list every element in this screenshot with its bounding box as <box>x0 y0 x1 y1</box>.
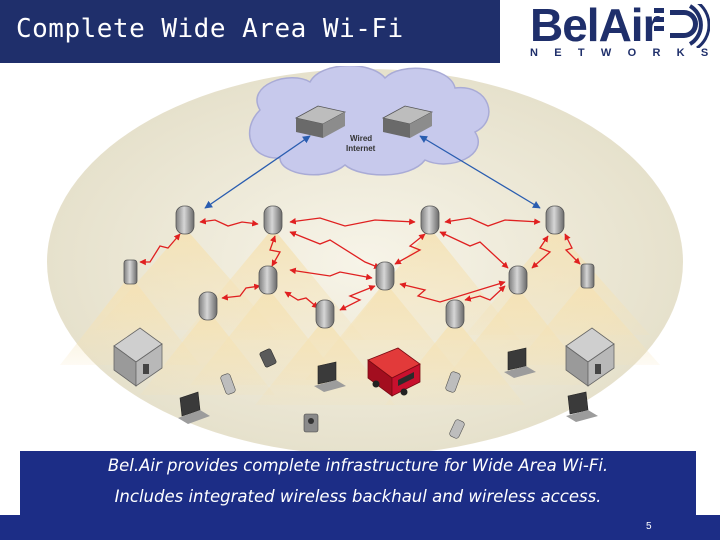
pda-icon <box>445 371 461 393</box>
laptop-icon <box>504 347 536 378</box>
access-point-icon <box>263 205 283 235</box>
caption-box: Bel.Air provides complete infrastructure… <box>20 451 696 515</box>
caption-line-1: Bel.Air provides complete infrastructure… <box>107 456 609 475</box>
server-icon <box>294 105 347 138</box>
access-point-icon <box>375 261 395 291</box>
belair-logo: BelAir NETWORKS <box>524 0 720 66</box>
phone-icon <box>449 419 465 439</box>
access-point-icon <box>315 299 335 329</box>
laptop-icon <box>314 361 346 392</box>
cloud-label-line2: Internet <box>346 144 376 153</box>
access-point-icon <box>258 265 278 295</box>
caption-line-2: Includes integrated wireless backhaul an… <box>114 487 602 506</box>
pda-icon <box>220 373 236 395</box>
wireless-camera-icon <box>303 413 319 433</box>
access-point-icon <box>545 205 565 235</box>
access-point-icon <box>420 205 440 235</box>
logo-wave-icon <box>654 4 710 48</box>
server-icon <box>381 105 434 138</box>
slide-title: Complete Wide Area Wi-Fi <box>16 14 404 44</box>
wired-links <box>204 135 541 209</box>
house-icon <box>113 327 163 387</box>
internet-cloud <box>249 66 490 176</box>
access-point-icon <box>123 259 138 285</box>
house-icon <box>565 327 615 387</box>
van-icon <box>367 347 421 397</box>
access-points <box>123 205 595 329</box>
access-point-icon <box>580 263 595 289</box>
access-point-icon <box>175 205 195 235</box>
laptop-icon <box>178 391 210 424</box>
cloud-label: Wired Internet <box>346 134 376 153</box>
phone-icon <box>259 348 277 368</box>
wireless-links <box>139 217 581 311</box>
access-point-icon <box>508 265 528 295</box>
access-point-icon <box>198 291 218 321</box>
access-point-icon <box>445 299 465 329</box>
title-bar: Complete Wide Area Wi-Fi <box>0 0 500 63</box>
footer-bar: 5 <box>0 515 720 540</box>
cloud-label-line1: Wired <box>350 134 372 143</box>
laptop-icon <box>566 391 598 422</box>
page-number: 5 <box>646 521 652 532</box>
logo-name: BelAir <box>530 0 660 51</box>
network-diagram: Wired Internet <box>47 66 683 455</box>
logo-subtitle: NETWORKS <box>530 47 720 59</box>
coverage-cones <box>60 228 660 405</box>
